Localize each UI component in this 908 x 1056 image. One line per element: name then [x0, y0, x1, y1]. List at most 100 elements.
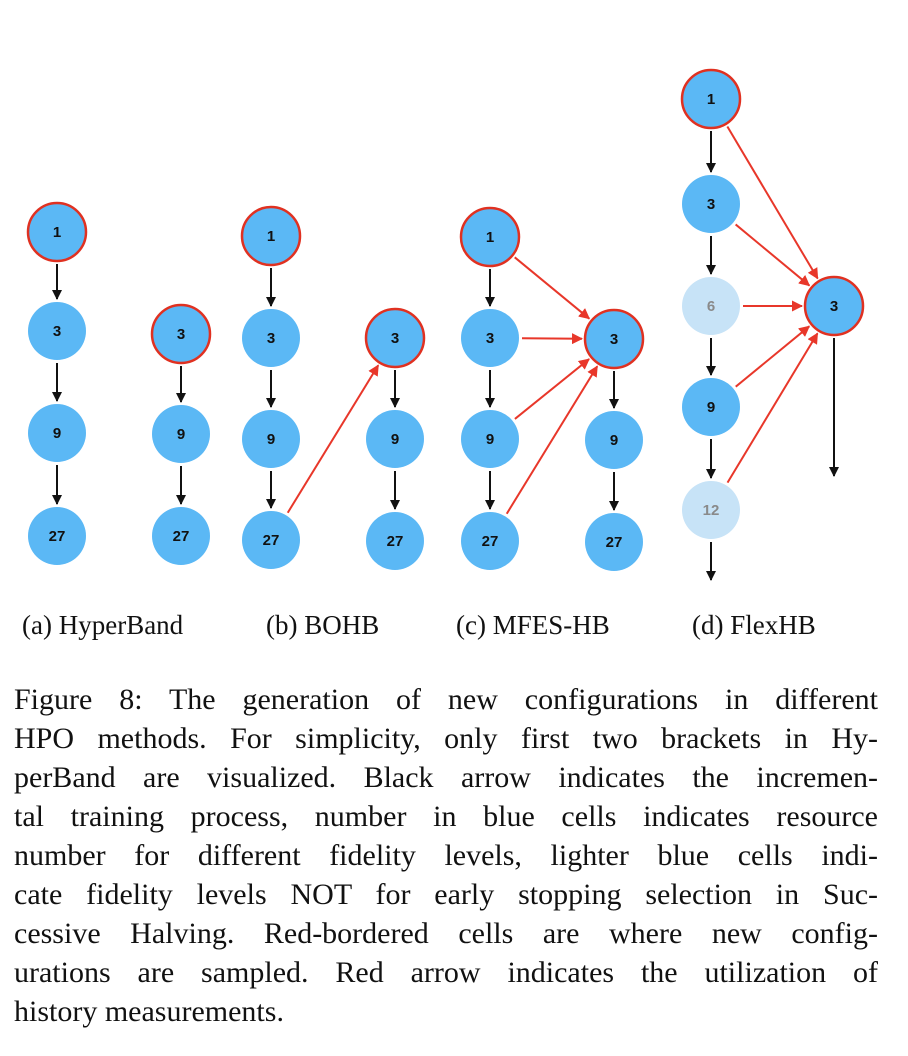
node-d1_1: 1 — [680, 68, 742, 130]
node-label: 27 — [263, 532, 280, 549]
node-b1_27: 27 — [242, 511, 300, 569]
node-a2_9: 9 — [152, 405, 210, 463]
node-circle — [461, 410, 519, 468]
sampled-node-circle — [459, 206, 521, 268]
caption-line: tal training process, number in blue cel… — [14, 800, 878, 833]
caption-line: history measurements. — [14, 995, 284, 1028]
caption-line: number for different fidelity levels, li… — [14, 839, 878, 872]
history-arrow-b1_27-to-b2_3 — [286, 364, 380, 514]
panel-label-c: (c) MFES-HB — [456, 610, 610, 640]
node-circle — [461, 309, 519, 367]
node-label: 9 — [177, 426, 185, 443]
node-circle — [682, 175, 740, 233]
node-d1_9: 9 — [682, 378, 740, 436]
node-c1_1: 1 — [459, 206, 521, 268]
node-b1_1: 1 — [240, 205, 302, 267]
sampled-node-circle — [583, 308, 645, 370]
node-label: 27 — [49, 528, 66, 545]
caption-line: HPO methods. For simplicity, only first … — [14, 722, 878, 755]
node-d1_3: 3 — [682, 175, 740, 233]
node-label: 1 — [707, 91, 715, 108]
sampled-node-circle — [803, 275, 865, 337]
node-d2_3: 3 — [803, 275, 865, 337]
caption-line: Figure 8: The generation of new configur… — [14, 683, 878, 716]
node-b2_9: 9 — [366, 410, 424, 468]
sampled-node-circle — [150, 303, 212, 365]
figure-caption: Figure 8: The generation of new configur… — [14, 680, 878, 1031]
node-label: 9 — [267, 431, 275, 448]
sampled-node-circle — [364, 307, 426, 369]
node-label: 1 — [486, 229, 494, 246]
history-arrow-d1_9-to-d2_3 — [735, 325, 811, 388]
node-label: 9 — [391, 431, 399, 448]
history-arrow-c1_27-to-c2_3 — [505, 365, 599, 515]
node-label: 9 — [486, 431, 494, 448]
nodes-layer: 1 3 9 27 3 9 27 1 3 9 27 3 9 27 1 3 9 27 3 9 27 1 3 6 9 12 3 — [26, 68, 865, 571]
node-circle — [152, 405, 210, 463]
node-label: 6 — [707, 298, 715, 315]
node-label: 3 — [177, 326, 185, 343]
node-d1_6: 6 — [682, 277, 740, 335]
history-arrow-c1_1-to-c2_3 — [514, 256, 591, 320]
node-circle — [585, 411, 643, 469]
history-arrow-d1_1-to-d2_3 — [726, 125, 819, 280]
node-a2_3: 3 — [150, 303, 212, 365]
node-circle — [682, 378, 740, 436]
node-label: 1 — [267, 228, 275, 245]
panel-label-a: (a) HyperBand — [22, 610, 184, 640]
light-node-circle — [682, 481, 740, 539]
node-label: 3 — [610, 331, 618, 348]
node-b1_3: 3 — [242, 309, 300, 367]
node-d1_12: 12 — [682, 481, 740, 539]
node-label: 3 — [486, 330, 494, 347]
history-arrow-d1_12-to-d2_3 — [726, 332, 819, 484]
node-b2_3: 3 — [364, 307, 426, 369]
node-circle — [585, 513, 643, 571]
node-label: 27 — [173, 528, 190, 545]
edges-layer — [52, 125, 839, 581]
node-label: 9 — [610, 432, 618, 449]
history-arrow-d1_3-to-d2_3 — [734, 223, 811, 287]
node-circle — [461, 512, 519, 570]
caption-line: cate fidelity levels NOT for early stopp… — [14, 878, 878, 911]
light-node-circle — [682, 277, 740, 335]
node-label: 9 — [53, 425, 61, 442]
node-label: 27 — [387, 533, 404, 550]
node-label: 3 — [53, 323, 61, 340]
node-circle — [366, 512, 424, 570]
node-a1_9: 9 — [28, 404, 86, 462]
node-b2_27: 27 — [366, 512, 424, 570]
node-c1_9: 9 — [461, 410, 519, 468]
node-a1_27: 27 — [28, 507, 86, 565]
node-label: 3 — [830, 298, 838, 315]
caption-line: perBand are visualized. Black arrow indi… — [14, 761, 878, 794]
sampled-node-circle — [26, 201, 88, 263]
node-a2_27: 27 — [152, 507, 210, 565]
node-a1_1: 1 — [26, 201, 88, 263]
node-circle — [28, 507, 86, 565]
node-label: 27 — [482, 533, 499, 550]
node-label: 12 — [703, 502, 720, 519]
node-circle — [28, 302, 86, 360]
panel-label-b: (b) BOHB — [266, 610, 380, 640]
node-circle — [242, 309, 300, 367]
caption-line: cessive Halving. Red-bordered cells are … — [14, 917, 878, 950]
node-label: 3 — [267, 330, 275, 347]
node-circle — [366, 410, 424, 468]
node-label: 3 — [391, 330, 399, 347]
history-arrow-c1_9-to-c2_3 — [514, 358, 590, 420]
node-c2_9: 9 — [585, 411, 643, 469]
panel-label-d: (d) FlexHB — [692, 610, 816, 640]
node-label: 9 — [707, 399, 715, 416]
node-circle — [242, 511, 300, 569]
sampled-node-circle — [240, 205, 302, 267]
node-c1_3: 3 — [461, 309, 519, 367]
node-c2_3: 3 — [583, 308, 645, 370]
node-label: 1 — [53, 224, 61, 241]
hpo-diagram: 1 3 9 27 3 9 27 1 3 9 27 3 9 27 1 3 9 27 3 9 27 1 3 6 9 12 3 — [26, 68, 865, 581]
node-c1_27: 27 — [461, 512, 519, 570]
node-circle — [28, 404, 86, 462]
node-c2_27: 27 — [585, 513, 643, 571]
sampled-node-circle — [680, 68, 742, 130]
caption-line: urations are sampled. Red arrow indicate… — [14, 956, 878, 989]
